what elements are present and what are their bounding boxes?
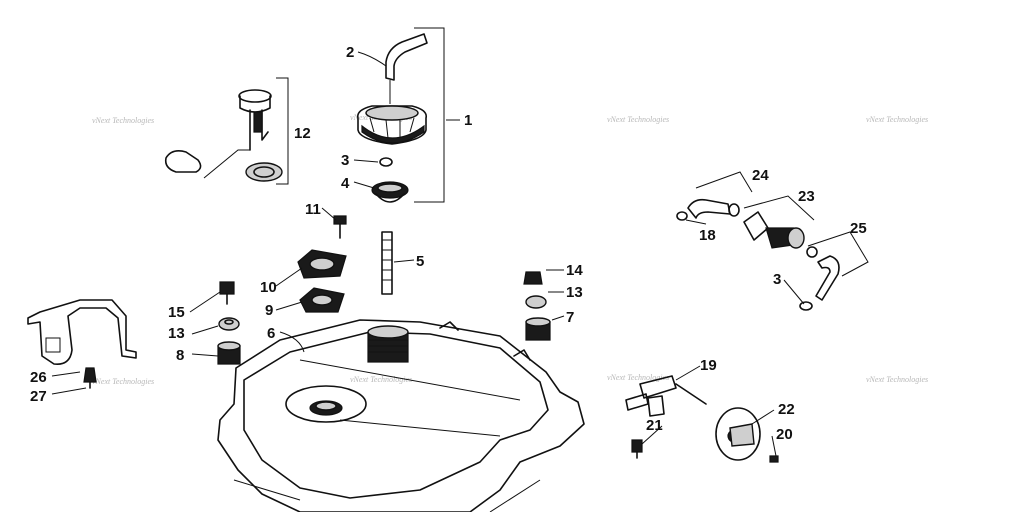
callout-22: 22 xyxy=(778,401,795,418)
callout-23: 23 xyxy=(798,188,815,205)
callout-10: 10 xyxy=(260,279,277,296)
callout-13: 13 xyxy=(168,325,185,342)
fuel-cap xyxy=(356,105,428,145)
callout-25: 25 xyxy=(850,220,867,237)
tank-bracket xyxy=(27,299,137,366)
screw xyxy=(83,367,97,389)
fuel-hose xyxy=(676,198,740,221)
callout-9: 9 xyxy=(265,302,273,319)
callout-12: 12 xyxy=(294,125,311,142)
callout-1: 1 xyxy=(464,112,472,129)
callout-19: 19 xyxy=(700,357,717,374)
filler-tube xyxy=(381,231,393,295)
watermark: vNext Technologies xyxy=(607,373,669,382)
callout-8: 8 xyxy=(176,347,184,364)
callout-7: 7 xyxy=(566,309,574,326)
fuel-pump-assembly xyxy=(164,89,283,182)
watermark: vNext Technologies xyxy=(866,115,928,124)
watermark: vNext Technologies xyxy=(866,375,928,384)
group-bracket xyxy=(414,27,445,203)
tee-fitting xyxy=(625,375,707,417)
leader-lines xyxy=(51,51,805,457)
rubber-mount xyxy=(217,341,241,365)
group-bracket xyxy=(807,231,869,277)
vent-hose xyxy=(385,33,428,104)
o-ring xyxy=(379,157,393,167)
nut xyxy=(523,271,543,285)
callout-3: 3 xyxy=(773,271,781,288)
watermarks: vNext Technologies vNext Technologies vN… xyxy=(92,113,928,386)
fuel-tank xyxy=(217,319,585,512)
watermark: vNext Technologies xyxy=(607,115,669,124)
callout-24: 24 xyxy=(752,167,769,184)
group-bracket xyxy=(695,171,753,193)
rubber-mount xyxy=(525,317,551,341)
callout-2: 2 xyxy=(346,44,354,61)
callout-26: 26 xyxy=(30,369,47,386)
fuel-filter xyxy=(743,211,805,249)
callout-6: 6 xyxy=(267,325,275,342)
watermark: vNext Technologies xyxy=(350,375,412,384)
callout-18: 18 xyxy=(699,227,716,244)
callout-11: 11 xyxy=(305,201,321,218)
callout-4: 4 xyxy=(341,175,350,192)
cap-gasket xyxy=(371,181,409,203)
callout-14: 14 xyxy=(566,262,583,279)
grommet-flat xyxy=(299,287,345,313)
fuel-hose xyxy=(799,246,840,311)
callout-labels: 1 2 3 4 5 6 7 8 9 10 11 12 13 13 14 15 1… xyxy=(30,44,867,443)
callout-13: 13 xyxy=(566,284,583,301)
callout-15: 15 xyxy=(168,304,185,321)
grommet-large xyxy=(297,249,347,279)
group-bracket xyxy=(743,195,815,221)
fuel-valve xyxy=(715,407,761,461)
group-bracket xyxy=(276,77,289,185)
callout-27: 27 xyxy=(30,388,47,405)
bolt xyxy=(333,215,347,239)
callout-5: 5 xyxy=(416,253,424,270)
screw xyxy=(631,439,643,459)
callout-21: 21 xyxy=(646,417,663,434)
callout-20: 20 xyxy=(776,426,793,443)
small-screw xyxy=(769,455,779,463)
mounting-bolt xyxy=(219,281,235,305)
callout-3: 3 xyxy=(341,152,349,169)
washer xyxy=(218,317,240,331)
watermark: vNext Technologies xyxy=(92,116,154,125)
washer xyxy=(525,295,547,309)
watermark: vNext Technologies xyxy=(92,377,154,386)
